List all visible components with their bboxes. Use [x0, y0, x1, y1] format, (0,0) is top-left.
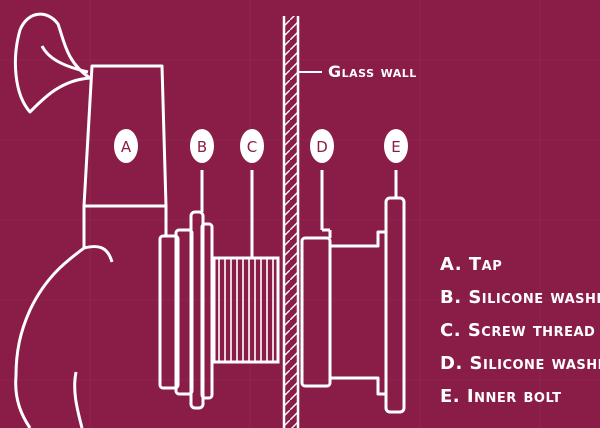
badge-b-text: B	[197, 138, 207, 156]
badge-d: D	[310, 129, 334, 163]
badge-a: A	[114, 129, 138, 163]
badge-e: E	[384, 129, 408, 163]
silicone-washer-d	[300, 170, 332, 388]
glass-wall	[282, 16, 322, 428]
tap-body	[13, 12, 168, 428]
screw-thread	[212, 170, 280, 364]
glass-wall-label: Glass wall	[328, 62, 417, 81]
badge-d-text: D	[316, 138, 328, 156]
inner-bolt	[328, 170, 406, 414]
badge-c-text: C	[247, 138, 257, 156]
legend-item-e: E. Inner bolt	[440, 386, 561, 407]
badge-c: C	[240, 129, 264, 163]
legend-item-c: C. Screw thread	[440, 320, 595, 341]
tap-nut	[158, 228, 194, 396]
badge-e-text: E	[391, 138, 400, 156]
badge-a-text: A	[121, 138, 132, 156]
legend-item-b: B. Silicone washer	[440, 287, 600, 308]
silicone-washer-b	[189, 170, 214, 410]
legend: A. Tap B. Silicone washer C. Screw threa…	[440, 254, 600, 407]
legend-item-a: A. Tap	[440, 254, 502, 275]
legend-item-d: D. Silicone washer	[440, 353, 600, 374]
badge-b: B	[190, 129, 214, 163]
